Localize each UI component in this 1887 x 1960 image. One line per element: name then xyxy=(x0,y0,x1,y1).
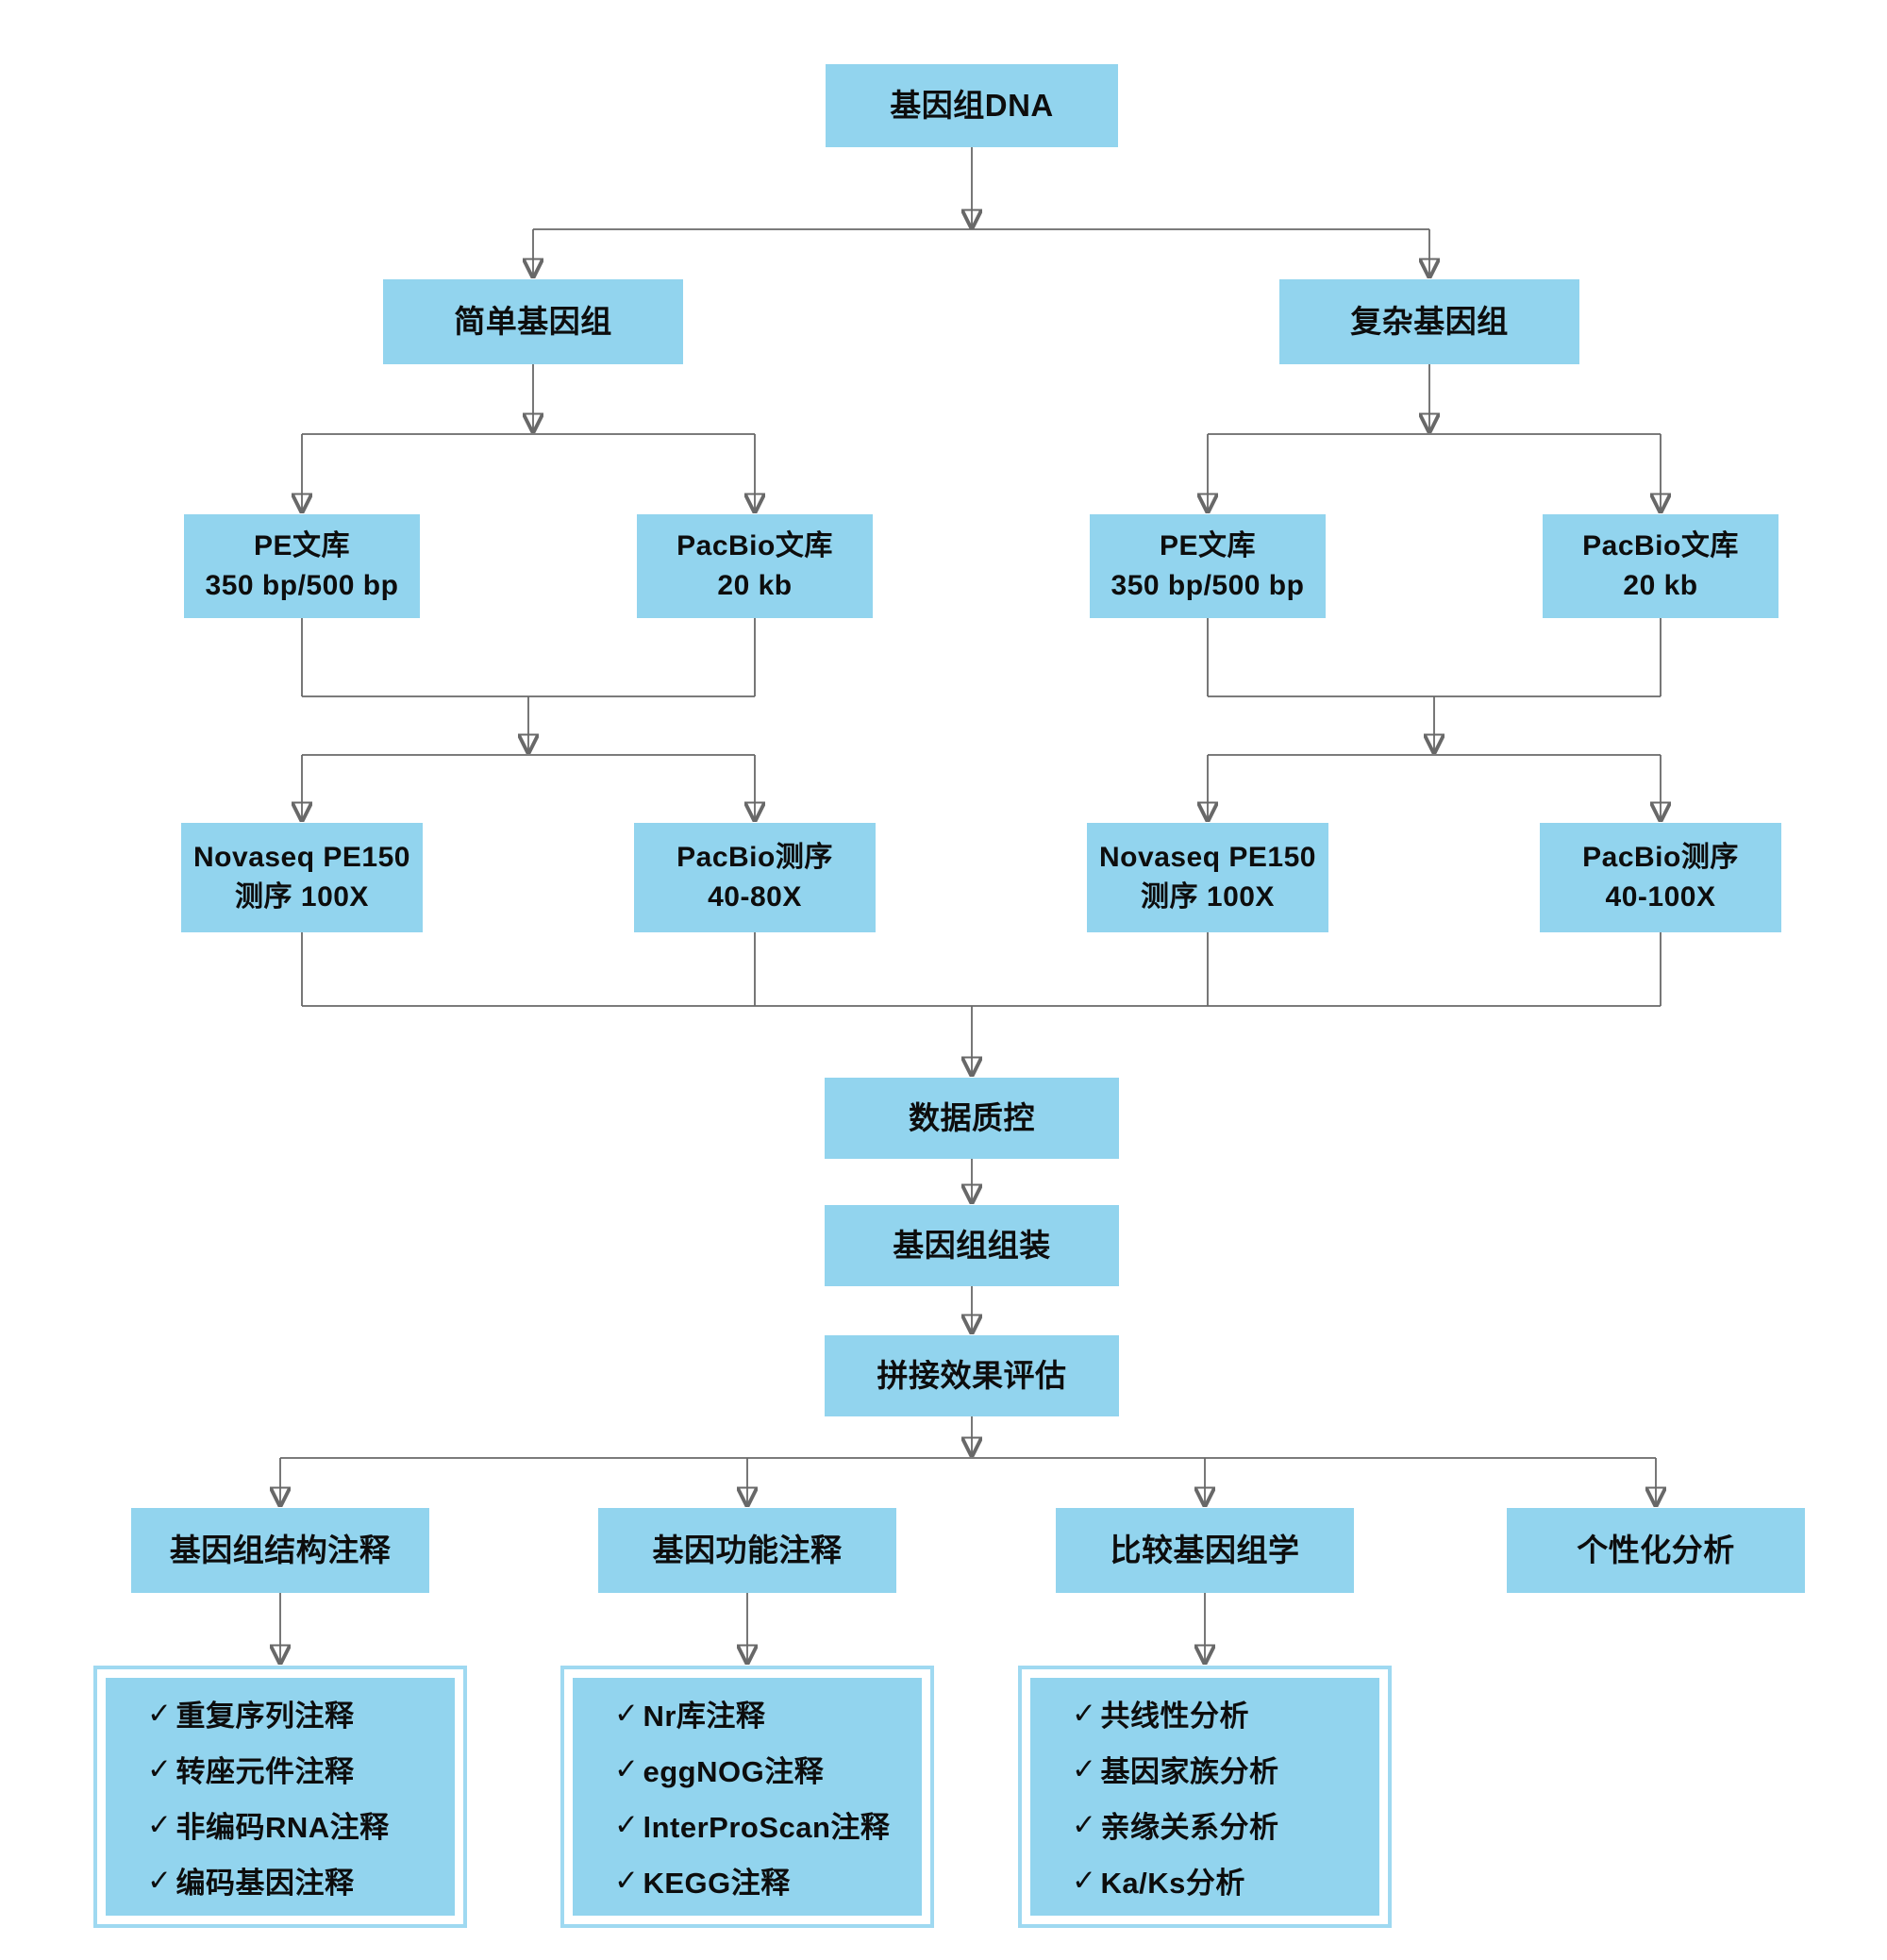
node-label: 基因功能注释 xyxy=(652,1532,843,1567)
node-genome-dna: 基因组DNA xyxy=(826,64,1118,147)
list-item: ✓ 共线性分析 xyxy=(1072,1685,1379,1741)
node-label-line1: PacBio测序 xyxy=(1582,842,1739,873)
node-label: 基因组结构注释 xyxy=(169,1532,392,1567)
detail-list-structure: ✓ 重复序列注释 ✓ 转座元件注释 ✓ 非编码RNA注释 ✓ 编码基因注释 xyxy=(106,1678,455,1916)
node-pacbio-sequencing-left: PacBio测序 40-80X xyxy=(634,823,876,932)
detail-list-comparative: ✓ 共线性分析 ✓ 基因家族分析 ✓ 亲缘关系分析 ✓ Ka/Ks分析 xyxy=(1030,1678,1379,1916)
check-icon: ✓ xyxy=(1072,1751,1097,1785)
node-label-line2: 40-100X xyxy=(1605,881,1716,913)
node-label-line2: 20 kb xyxy=(1623,570,1698,601)
list-item: ✓ 编码基因注释 xyxy=(147,1852,455,1908)
edge-evaluation-split xyxy=(280,1416,1656,1505)
node-structure-annotation: 基因组结构注释 xyxy=(131,1508,429,1593)
edge-complex-genome-split xyxy=(1208,364,1661,511)
list-item-label: 非编码RNA注释 xyxy=(175,1811,390,1844)
node-assembly-evaluation: 拼接效果评估 xyxy=(825,1335,1119,1416)
node-label-line1: PacBio文库 xyxy=(676,530,833,561)
node-label-line2: 测序 100X xyxy=(1141,881,1275,913)
node-pacbio-library-right: PacBio文库 20 kb xyxy=(1543,514,1778,618)
node-novaseq-sequencing-left: Novaseq PE150 测序 100X xyxy=(181,823,423,932)
list-item: ✓ lnterProScan注释 xyxy=(614,1797,922,1852)
node-label-line1: PE文库 xyxy=(1159,530,1257,561)
node-label-line1: PacBio文库 xyxy=(1582,530,1739,561)
check-icon: ✓ xyxy=(147,1807,173,1841)
edge-library-to-sequencing-left xyxy=(302,618,755,820)
node-label: 复杂基因组 xyxy=(1350,303,1509,339)
list-item: ✓ 基因家族分析 xyxy=(1072,1741,1379,1797)
node-function-annotation: 基因功能注释 xyxy=(598,1508,896,1593)
node-pe-library-left: PE文库 350 bp/500 bp xyxy=(184,514,420,618)
list-item: ✓ 非编码RNA注释 xyxy=(147,1797,455,1852)
node-data-qc: 数据质控 xyxy=(825,1078,1119,1159)
node-label-line2: 20 kb xyxy=(717,570,793,601)
list-item: ✓ Ka/Ks分析 xyxy=(1072,1852,1379,1908)
node-label-line2: 40-80X xyxy=(708,881,802,913)
check-icon: ✓ xyxy=(614,1751,640,1785)
check-icon: ✓ xyxy=(147,1696,173,1730)
node-label: 基因组组装 xyxy=(893,1227,1051,1263)
list-item-label: 编码基因注释 xyxy=(175,1867,355,1900)
node-label: 拼接效果评估 xyxy=(877,1357,1067,1393)
list-item-label: 亲缘关系分析 xyxy=(1100,1811,1279,1844)
list-item-label: 基因家族分析 xyxy=(1100,1755,1279,1788)
check-icon: ✓ xyxy=(147,1863,173,1897)
edge-merge-to-qc xyxy=(301,932,1662,1075)
edge-annotation-details xyxy=(280,1593,1205,1663)
list-item: ✓ KEGG注释 xyxy=(614,1852,922,1908)
list-item-label: 共线性分析 xyxy=(1100,1700,1249,1733)
node-complex-genome: 复杂基因组 xyxy=(1279,279,1579,364)
list-item-label: 转座元件注释 xyxy=(175,1755,355,1788)
node-label-line2: 350 bp/500 bp xyxy=(1110,570,1305,601)
list-item-label: Nr库注释 xyxy=(643,1700,766,1733)
node-pe-library-right: PE文库 350 bp/500 bp xyxy=(1090,514,1326,618)
node-genome-assembly: 基因组组装 xyxy=(825,1205,1119,1286)
check-icon: ✓ xyxy=(614,1696,640,1730)
detail-list-function: ✓ Nr库注释 ✓ eggNOG注释 ✓ lnterProScan注释 ✓ KE… xyxy=(573,1678,922,1916)
node-label: 比较基因组学 xyxy=(1110,1532,1300,1567)
node-label: 简单基因组 xyxy=(454,303,612,339)
node-label-line1: PE文库 xyxy=(253,530,351,561)
list-item: ✓ eggNOG注释 xyxy=(614,1741,922,1797)
node-label-line2: 测序 100X xyxy=(235,881,369,913)
check-icon: ✓ xyxy=(614,1807,640,1841)
check-icon: ✓ xyxy=(1072,1807,1097,1841)
detail-box-structure-annotation: ✓ 重复序列注释 ✓ 转座元件注释 ✓ 非编码RNA注释 ✓ 编码基因注释 xyxy=(93,1666,467,1928)
node-personalized-analysis: 个性化分析 xyxy=(1507,1508,1805,1593)
node-label: 基因组DNA xyxy=(890,87,1054,123)
node-label: 数据质控 xyxy=(909,1099,1035,1135)
node-label-line1: Novaseq PE150 xyxy=(1099,842,1316,873)
check-icon: ✓ xyxy=(147,1751,173,1785)
edge-library-to-sequencing-right xyxy=(1208,618,1661,820)
node-label: 个性化分析 xyxy=(1577,1532,1735,1567)
node-pacbio-library-left: PacBio文库 20 kb xyxy=(637,514,873,618)
list-item-label: lnterProScan注释 xyxy=(643,1811,891,1844)
list-item-label: eggNOG注释 xyxy=(643,1755,825,1788)
node-label-line2: 350 bp/500 bp xyxy=(205,570,399,601)
list-item-label: KEGG注释 xyxy=(643,1867,791,1900)
check-icon: ✓ xyxy=(1072,1696,1097,1730)
edge-simple-genome-split xyxy=(302,364,755,511)
node-novaseq-sequencing-right: Novaseq PE150 测序 100X xyxy=(1087,823,1328,932)
node-label-line1: PacBio测序 xyxy=(676,842,833,873)
check-icon: ✓ xyxy=(1072,1863,1097,1897)
list-item: ✓ Nr库注释 xyxy=(614,1685,922,1741)
detail-box-comparative-genomics: ✓ 共线性分析 ✓ 基因家族分析 ✓ 亲缘关系分析 ✓ Ka/Ks分析 xyxy=(1018,1666,1392,1928)
check-icon: ✓ xyxy=(614,1863,640,1897)
edge-root-split xyxy=(533,147,1429,276)
list-item: ✓ 重复序列注释 xyxy=(147,1685,455,1741)
list-item: ✓ 亲缘关系分析 xyxy=(1072,1797,1379,1852)
node-label-line1: Novaseq PE150 xyxy=(193,842,410,873)
node-comparative-genomics: 比较基因组学 xyxy=(1056,1508,1354,1593)
list-item-label: Ka/Ks分析 xyxy=(1100,1867,1245,1900)
node-simple-genome: 简单基因组 xyxy=(383,279,683,364)
list-item-label: 重复序列注释 xyxy=(175,1700,355,1733)
list-item: ✓ 转座元件注释 xyxy=(147,1741,455,1797)
node-pacbio-sequencing-right: PacBio测序 40-100X xyxy=(1540,823,1781,932)
detail-box-function-annotation: ✓ Nr库注释 ✓ eggNOG注释 ✓ lnterProScan注释 ✓ KE… xyxy=(560,1666,934,1928)
